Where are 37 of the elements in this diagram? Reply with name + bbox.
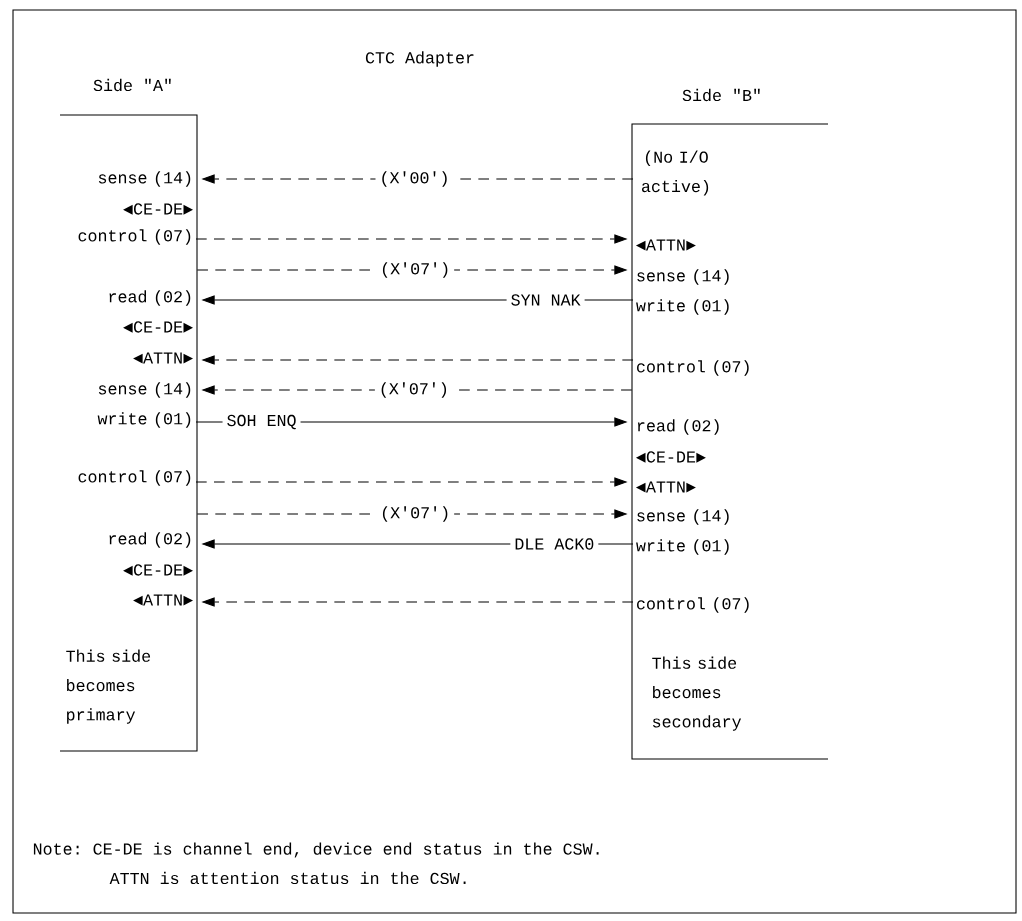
channel-command: ◄ATTN► — [133, 594, 194, 606]
edge-label: (X'07') — [382, 262, 448, 278]
side-note: This side becomes primary — [66, 649, 151, 724]
channel-command: write (01) — [636, 299, 729, 315]
side-note: This side becomes secondary — [652, 656, 742, 731]
channel-command: ◄ATTN► — [133, 352, 194, 364]
side-heading: Side "B" — [682, 88, 760, 102]
channel-command: write (01) — [97, 412, 191, 428]
channel-command: control (07) — [78, 229, 191, 245]
channel-command: read (02) — [637, 419, 719, 435]
channel-command: control (07) — [78, 470, 191, 486]
channel-command: sense (14) — [637, 269, 729, 285]
note-text: ATTN is attention status in the CSW. — [109, 871, 466, 885]
channel-command: sense (14) — [98, 171, 191, 187]
channel-command: write (01) — [636, 539, 729, 555]
edge-label: DLE ACK0 — [515, 538, 594, 550]
channel-command: control (07) — [637, 597, 749, 613]
channel-command: ◄CE-DE► — [123, 564, 194, 576]
edge-label: SYN NAK — [511, 294, 581, 306]
channel-command: (No I/O active) — [642, 150, 709, 196]
channel-command: ◄ATTN► — [635, 481, 696, 493]
channel-command: read (02) — [109, 532, 191, 548]
channel-command: ◄ATTN► — [635, 239, 696, 251]
channel-command: ◄CE-DE► — [635, 451, 706, 463]
side-heading: Side "A" — [93, 78, 171, 92]
edge-label: (X'00') — [382, 171, 447, 187]
edge-label: (X'07') — [382, 506, 448, 522]
channel-command: sense (14) — [637, 509, 729, 525]
channel-command: read (02) — [109, 290, 191, 306]
channel-command: control (07) — [637, 360, 749, 376]
edge-label: SOH ENQ — [227, 414, 296, 430]
channel-command: ◄CE-DE► — [123, 321, 194, 333]
title: CTC Adapter — [365, 51, 474, 67]
note-text: Note: CE-DE is channel end, device end status in the CSW. — [33, 842, 599, 858]
edge-label: (X'07') — [381, 382, 447, 398]
channel-command: sense (14) — [98, 382, 191, 398]
channel-command: ◄CE-DE► — [123, 203, 194, 215]
